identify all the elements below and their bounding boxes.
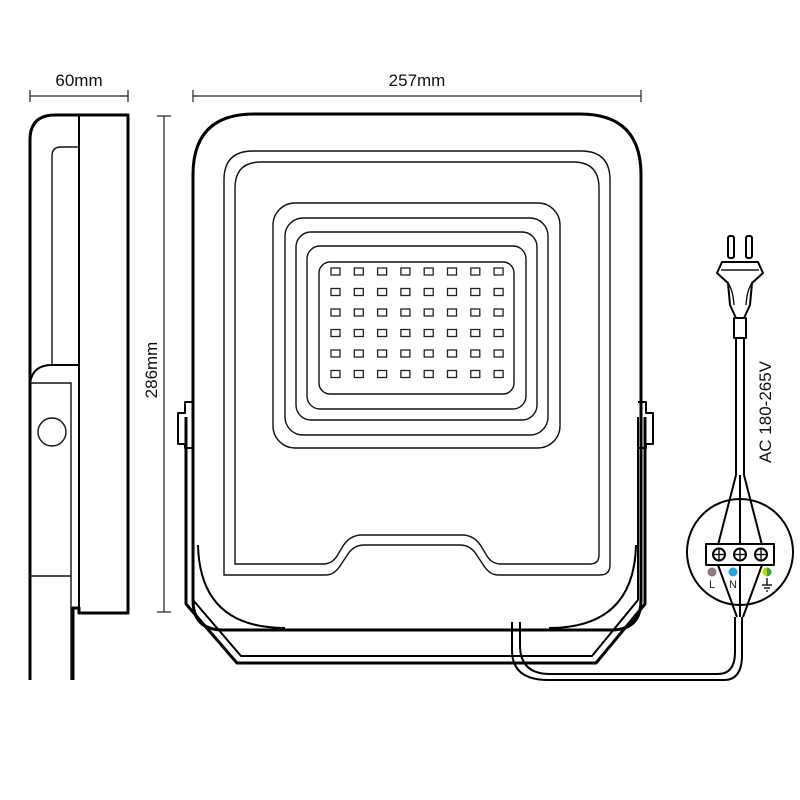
wiring-diagram: L N — [686, 474, 794, 618]
led-chip-icon — [493, 349, 504, 358]
depth-label: 60mm — [55, 71, 102, 90]
screw-icon — [712, 547, 726, 562]
led-chip-icon — [470, 369, 481, 379]
led-chip-icon — [353, 308, 364, 317]
led-chip-icon — [353, 328, 364, 338]
led-chip-icon — [376, 369, 388, 379]
live-wire-dot — [707, 567, 717, 577]
led-array — [330, 267, 504, 379]
led-chip-icon — [330, 308, 341, 317]
led-chip-icon — [423, 369, 434, 379]
live-label: L — [709, 579, 715, 591]
earth-ground-icon — [762, 578, 772, 592]
led-chip-icon — [353, 287, 364, 297]
led-chip-icon — [446, 287, 458, 297]
led-chip-icon — [446, 369, 458, 379]
led-chip-icon — [493, 369, 504, 379]
led-chip-icon — [330, 267, 341, 276]
led-chip-icon — [400, 287, 411, 297]
led-chip-icon — [470, 349, 481, 358]
led-chip-icon — [446, 267, 458, 276]
led-chip-icon — [376, 349, 388, 358]
led-chip-icon — [493, 267, 504, 276]
terminal-block — [705, 543, 775, 566]
led-chip-icon — [493, 287, 504, 297]
led-chip-icon — [353, 349, 364, 358]
led-chip-icon — [423, 308, 434, 317]
height-label: 286mm — [142, 342, 161, 399]
led-chip-icon — [330, 328, 341, 338]
led-chip-icon — [423, 267, 434, 276]
led-chip-icon — [493, 308, 504, 317]
led-chip-icon — [400, 369, 411, 379]
led-chip-icon — [400, 349, 411, 358]
led-chip-icon — [376, 328, 388, 338]
led-chip-icon — [400, 308, 411, 317]
height-dimension: 286mm — [142, 115, 171, 613]
led-chip-icon — [353, 267, 364, 276]
mounting-hole-icon — [37, 417, 67, 447]
led-chip-icon — [330, 349, 341, 358]
width-label: 257mm — [389, 71, 446, 90]
front-view — [177, 112, 654, 665]
voltage-label: AC 180-265V — [756, 360, 775, 463]
led-chip-icon — [493, 328, 504, 338]
led-chip-icon — [423, 349, 434, 358]
led-chip-icon — [446, 349, 458, 358]
led-chip-icon — [376, 308, 388, 317]
led-chip-icon — [400, 328, 411, 338]
led-chip-icon — [470, 267, 481, 276]
led-chip-icon — [330, 369, 341, 379]
led-chip-icon — [330, 287, 341, 297]
led-chip-icon — [470, 308, 481, 317]
screw-icon — [733, 547, 747, 562]
led-chip-icon — [446, 328, 458, 338]
led-chip-icon — [470, 328, 481, 338]
led-chip-icon — [353, 369, 364, 379]
neutral-label: N — [729, 579, 737, 591]
width-dimension: 257mm — [192, 71, 642, 102]
screw-icon — [754, 547, 768, 562]
led-chip-icon — [470, 287, 481, 297]
led-chip-icon — [376, 267, 388, 276]
power-cable — [511, 617, 743, 681]
led-chip-icon — [400, 267, 411, 276]
led-chip-icon — [423, 328, 434, 338]
neutral-wire-dot — [728, 567, 738, 577]
led-chip-icon — [376, 287, 388, 297]
led-chip-icon — [423, 287, 434, 297]
led-chip-icon — [446, 308, 458, 317]
side-view — [28, 113, 130, 680]
depth-dimension: 60mm — [29, 71, 129, 102]
plug-icon — [716, 235, 764, 475]
